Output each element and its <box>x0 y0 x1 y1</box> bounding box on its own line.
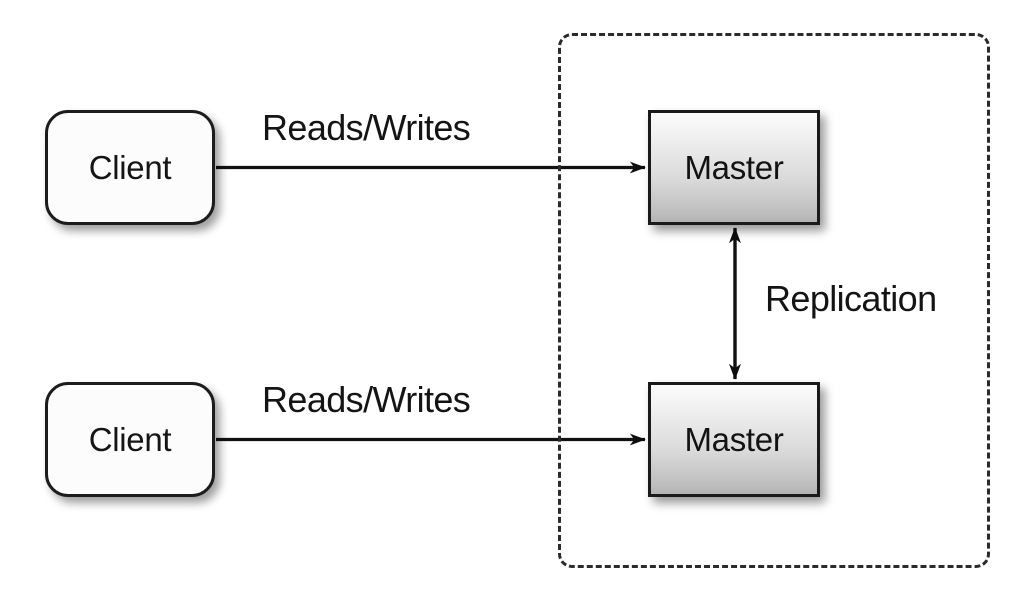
node-master-top-label: Master <box>684 149 784 186</box>
node-client-bottom-label: Client <box>88 421 172 458</box>
node-master-bottom[interactable]: Master <box>648 382 820 497</box>
node-client-bottom[interactable]: Client <box>45 382 215 497</box>
edge-label-replication: Replication <box>765 278 937 319</box>
edge-label-reads-writes-top: Reads/Writes <box>262 107 471 148</box>
node-master-bottom-label: Master <box>684 421 784 458</box>
edge-label-reads-writes-bottom: Reads/Writes <box>262 379 471 420</box>
node-client-top[interactable]: Client <box>45 110 215 225</box>
replication-cluster-boundary <box>558 33 990 568</box>
node-client-top-label: Client <box>88 149 172 186</box>
node-master-top[interactable]: Master <box>648 110 820 225</box>
